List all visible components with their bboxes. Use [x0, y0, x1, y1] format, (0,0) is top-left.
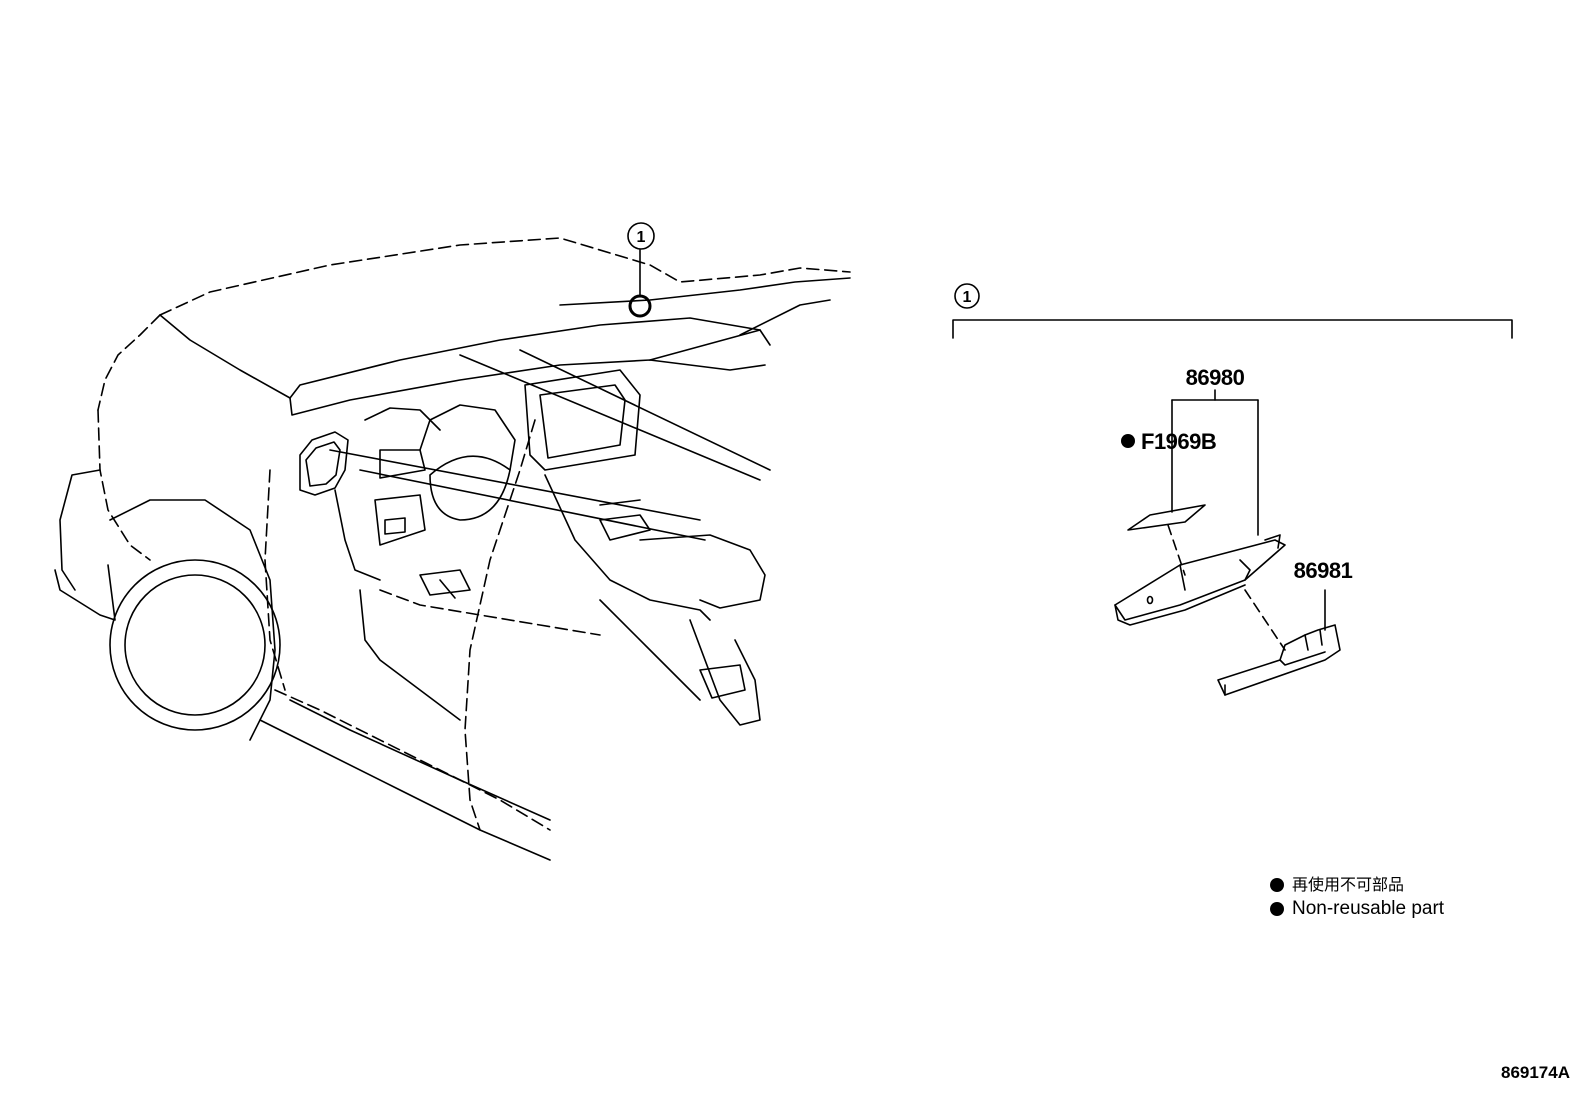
legend-row-ja: 再使用不可部品: [1270, 873, 1444, 897]
location-marker-icon: [628, 294, 652, 318]
filled-circle-icon: [1270, 902, 1284, 916]
callout-number-detail: 1: [963, 289, 972, 306]
filled-circle-icon: [1121, 434, 1135, 448]
callout-number-main: 1: [637, 229, 646, 246]
callout-circle-icon: [627, 222, 655, 250]
filled-circle-icon: [1270, 878, 1284, 892]
bracket-part: [1217, 624, 1341, 696]
detail-bracket: [952, 319, 1513, 339]
legend: 再使用不可部品 Non-reusable part: [1270, 873, 1444, 921]
part-number-f1969b: F1969B: [1141, 429, 1216, 454]
legend-text-en: Non-reusable part: [1292, 898, 1445, 919]
label-sheet-part: [1127, 504, 1206, 531]
part-number-86980: 86980: [1186, 365, 1245, 390]
ecu-unit-part: [1114, 534, 1286, 626]
legend-row-en: Non-reusable part: [1270, 897, 1444, 921]
detail-callout-circle-icon: [954, 283, 980, 309]
figure-id: 869174A: [1500, 1063, 1570, 1082]
vehicle-outline: [54, 237, 851, 861]
part-number-86981: 86981: [1294, 558, 1353, 583]
legend-text-ja: 再使用不可部品: [1292, 875, 1405, 894]
